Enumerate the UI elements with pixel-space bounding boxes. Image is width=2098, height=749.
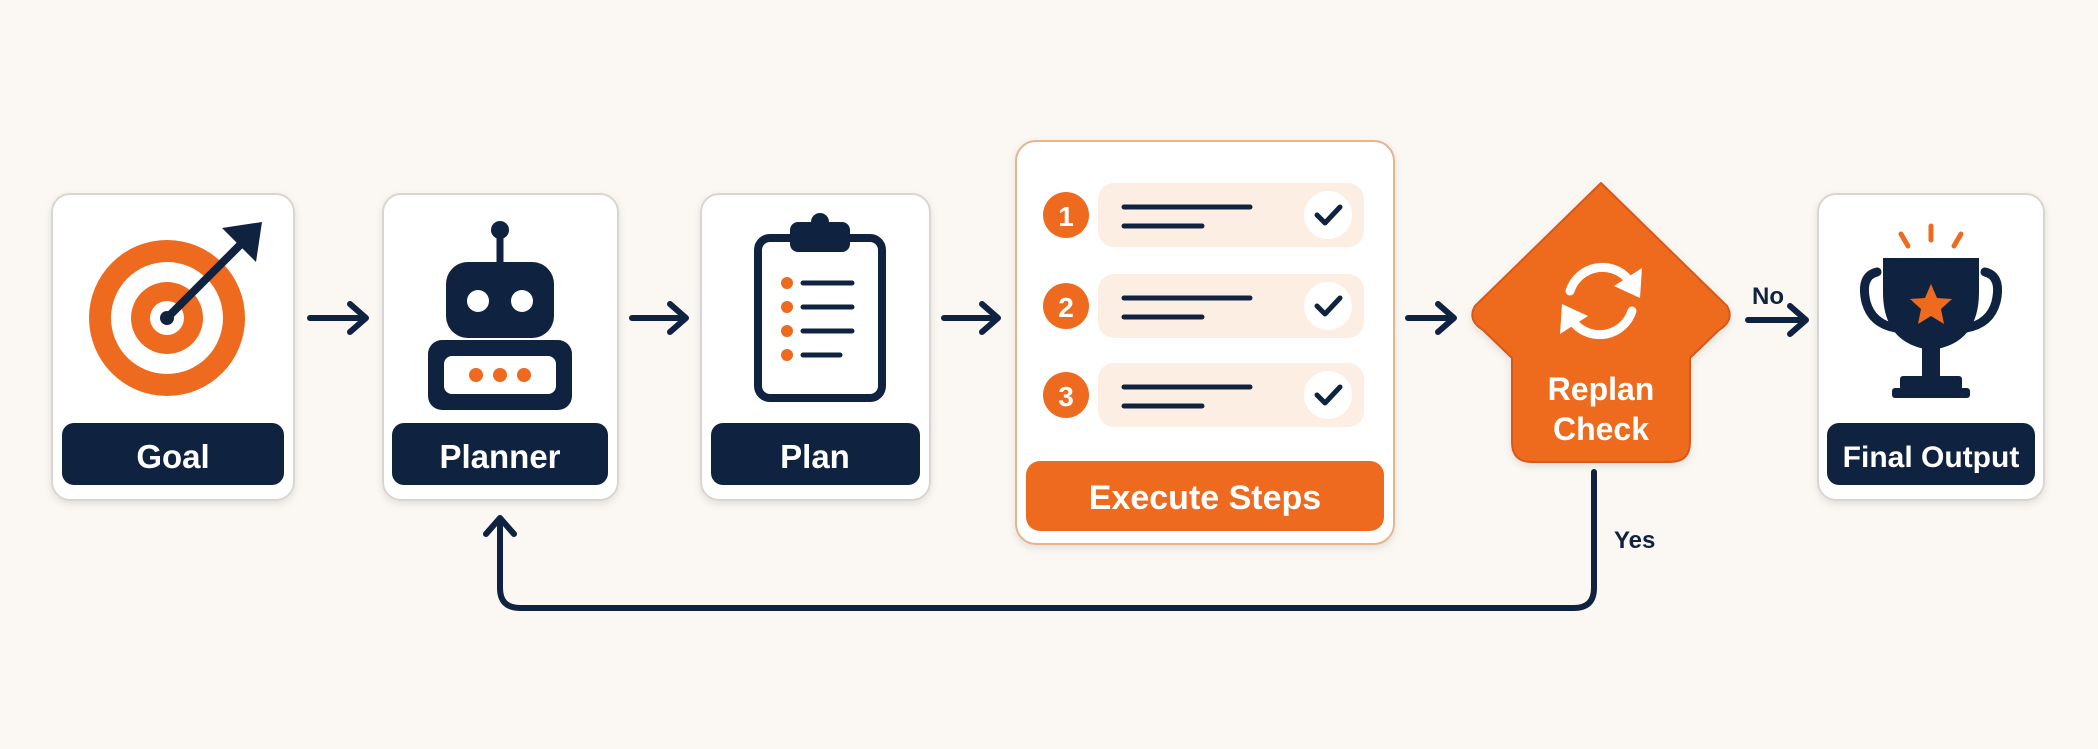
goal-label-pill bbox=[62, 423, 284, 485]
arrow-execute-to-replan bbox=[1405, 301, 1457, 335]
plan-node: Plan bbox=[700, 193, 931, 501]
execute-step-2: 2 bbox=[1043, 274, 1364, 338]
execute-label-pill bbox=[1026, 461, 1384, 531]
plan-label-pill bbox=[711, 423, 920, 485]
replan-shape bbox=[1471, 182, 1731, 463]
arrow-goal-to-planner bbox=[307, 301, 369, 335]
feedback-loop-arrow bbox=[483, 469, 1597, 611]
refresh-icon bbox=[1560, 262, 1642, 340]
replan-label-line1: Replan bbox=[1548, 371, 1655, 407]
execute-step-1: 1 bbox=[1043, 183, 1364, 247]
arrow-plan-to-execute bbox=[941, 301, 1001, 335]
check-icon bbox=[1304, 191, 1352, 239]
final-label: Final Output bbox=[1843, 441, 2020, 474]
arrow-replan-to-final bbox=[1745, 303, 1809, 337]
edge-label-yes: Yes bbox=[1614, 527, 1655, 554]
planner-label: Planner bbox=[439, 438, 560, 475]
replan-label-line2: Check bbox=[1553, 411, 1649, 447]
planner-label-pill bbox=[392, 423, 608, 485]
replan-node: Replan Check bbox=[1471, 182, 1731, 463]
step-3-badge bbox=[1043, 372, 1089, 418]
robot-icon bbox=[428, 221, 572, 410]
execute-node: 1 2 3 bbox=[1015, 140, 1395, 545]
final-node: Final Output bbox=[1817, 193, 2045, 501]
final-label-pill bbox=[1827, 423, 2035, 485]
check-icon bbox=[1304, 282, 1352, 330]
clipboard-icon bbox=[754, 213, 886, 402]
planner-node: Planner bbox=[382, 193, 619, 501]
target-icon bbox=[89, 222, 262, 396]
plan-label: Plan bbox=[780, 438, 850, 475]
step-1-number: 1 bbox=[1058, 201, 1074, 232]
trophy-icon bbox=[1859, 223, 2003, 398]
check-icon bbox=[1304, 371, 1352, 419]
arrow-planner-to-plan bbox=[629, 301, 689, 335]
execute-label: Execute Steps bbox=[1089, 479, 1321, 517]
step-3-number: 3 bbox=[1058, 381, 1074, 412]
edge-label-no: No bbox=[1752, 283, 1784, 310]
execute-step-3: 3 bbox=[1043, 363, 1364, 427]
goal-label: Goal bbox=[136, 438, 209, 475]
goal-node: Goal bbox=[51, 193, 295, 501]
step-2-badge bbox=[1043, 283, 1089, 329]
step-1-badge bbox=[1043, 192, 1089, 238]
step-2-number: 2 bbox=[1058, 292, 1074, 323]
